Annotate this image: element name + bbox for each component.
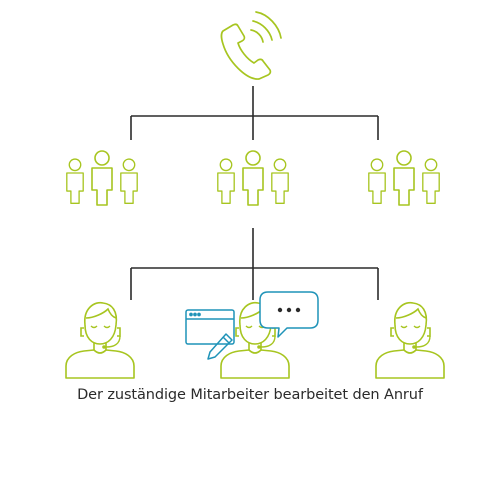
pencil-icon: [207, 333, 233, 360]
headset-agent-icon: [375, 301, 445, 379]
team-group-icon: [218, 151, 288, 205]
team-group-icon: [67, 151, 137, 205]
connector-level-2: [130, 228, 379, 300]
team-group-icon: [369, 151, 439, 205]
phone-ringing-icon: [220, 11, 282, 80]
diagram-caption: Der zuständige Mitarbeiter bearbeitet de…: [77, 387, 423, 403]
headset-agent-icon: [65, 301, 135, 379]
chat-bubble-icon: [259, 291, 319, 338]
connector-level-1: [130, 86, 379, 140]
browser-window-icon: [185, 309, 235, 345]
